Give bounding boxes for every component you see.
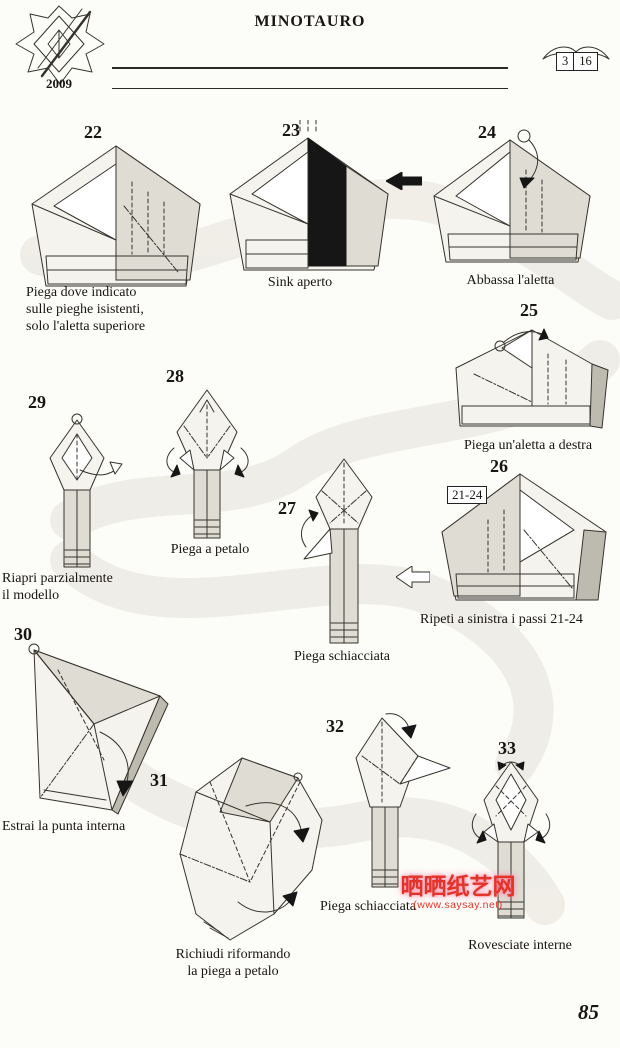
step-26-number: 26	[490, 456, 508, 476]
header-divider-bottom	[112, 88, 508, 89]
watermark: 晒晒纸艺网 (www.saysay.net)	[390, 873, 526, 912]
watermark-url: (www.saysay.net)	[413, 899, 503, 912]
book-page-left: 3	[562, 54, 569, 68]
step-25-caption: Piega un'aletta a destra	[463, 438, 593, 453]
step-26-reference-label: 21-24	[447, 486, 488, 504]
step-27-number: 27	[278, 498, 296, 518]
step-29-number: 29	[28, 392, 46, 412]
step-25-number: 25	[520, 300, 538, 320]
header-divider-top	[112, 67, 508, 69]
step-26-diagram	[441, 473, 607, 601]
step-29-caption: Riapri parzialmente il modello	[2, 571, 113, 604]
page-title: MINOTAURO	[254, 13, 366, 30]
step-31-number: 31	[150, 770, 168, 790]
step-31-caption: Richiudi riformando la piega a petalo	[175, 947, 291, 980]
step-33-diagram	[471, 761, 551, 919]
step-30-diagram	[28, 643, 169, 815]
logo-year: 2009	[46, 76, 72, 91]
step-32-number: 32	[326, 716, 344, 736]
step-28-number: 28	[166, 366, 184, 386]
step-22-diagram	[31, 145, 201, 287]
step-28-caption: Piega a petalo	[170, 542, 250, 557]
step-29-diagram	[49, 413, 123, 568]
step-27-diagram	[301, 458, 373, 644]
step-22-number: 22	[84, 122, 102, 142]
step-22-caption: Piega dove indicato sulle pieghe isisten…	[26, 285, 146, 335]
step-23-diagram	[229, 120, 389, 271]
step-24-caption: Abbassa l'aletta	[466, 273, 555, 288]
step-27-caption: Piega schiacciata	[293, 649, 390, 664]
fold-direction-arrow-icon	[386, 172, 422, 190]
step-33-number: 33	[498, 738, 516, 758]
book-page-indicator: 3 16	[556, 52, 598, 71]
step-25-diagram	[455, 328, 609, 429]
step-26-caption: Ripeti a sinistra i passi 21-24	[420, 612, 583, 627]
watermark-site-name: 晒晒纸艺网	[400, 873, 516, 899]
book-page-right: 16	[573, 53, 597, 70]
step-32-caption: Piega schiacciata	[320, 899, 417, 914]
step-30-caption: Estrai la punta interna	[2, 819, 126, 834]
step-23-number: 23	[282, 120, 300, 140]
step-33-caption: Rovesciate interne	[468, 938, 572, 953]
publisher-logo	[15, 5, 105, 85]
step-23-caption: Sink aperto	[267, 275, 333, 290]
page-number: 85	[578, 1000, 599, 1024]
step-30-number: 30	[14, 624, 32, 644]
repeat-direction-arrow-icon	[396, 566, 430, 588]
step-31-diagram	[179, 757, 323, 941]
step-24-diagram	[433, 129, 591, 263]
step-24-number: 24	[478, 122, 496, 142]
step-28-diagram	[166, 389, 249, 539]
step-32-diagram	[355, 713, 451, 888]
